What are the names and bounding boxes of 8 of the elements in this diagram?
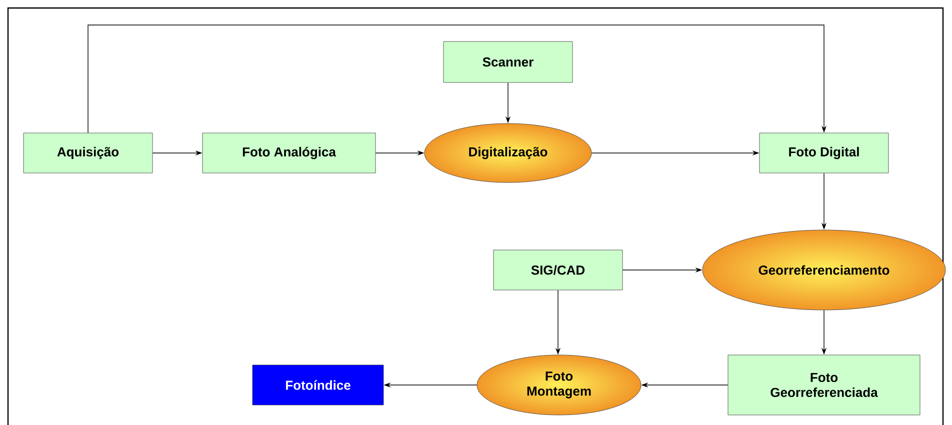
output-box: Fotoíndice — [252, 364, 384, 406]
process-box: Foto Digital — [759, 132, 889, 174]
process-box: Foto Analógica — [202, 132, 376, 174]
process-box: Scanner — [443, 41, 573, 83]
process-box: SIG/CAD — [493, 250, 623, 290]
arrow — [88, 24, 827, 134]
process-box: Aquisição — [23, 132, 153, 174]
process-box: Foto Georreferenciada — [728, 354, 920, 416]
